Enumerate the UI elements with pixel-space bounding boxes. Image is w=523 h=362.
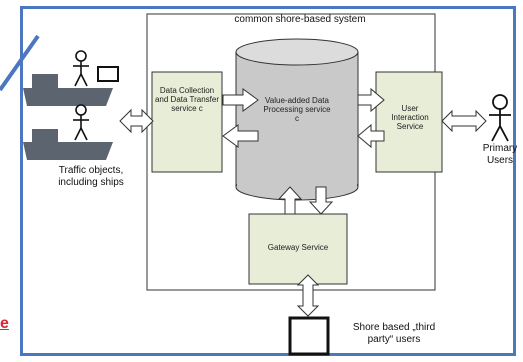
arrow-ui-to-cyl [357, 123, 385, 149]
data-collection-label: Data Collection and Data Transfer servic… [154, 86, 220, 114]
gateway-label: Gateway Service [267, 243, 329, 252]
ship-top [23, 66, 119, 106]
user-interaction-label: User Interaction Service [391, 104, 429, 132]
frame-connector-line [0, 34, 40, 92]
arrow-ships-dc [119, 108, 154, 134]
person-on-ship-bottom [73, 104, 89, 141]
processing-cylinder [235, 38, 359, 201]
person-on-ship-top [73, 50, 89, 87]
slide-frame [20, 6, 516, 356]
arrow-cyl-to-dc [222, 124, 259, 148]
user-interaction-box [375, 71, 443, 173]
traffic-objects-label: Traffic objects, including ships [58, 165, 124, 188]
edge-text-fragment: e [0, 315, 9, 332]
ship-bottom [23, 129, 113, 160]
system-title: common shore-based system [234, 14, 366, 25]
arrow-ui-users [441, 109, 487, 133]
value-added-label: Value-added Data Processing service c [263, 96, 331, 124]
primary-user-figure [489, 94, 511, 142]
arrow-gw-thirdparty [296, 274, 320, 317]
gateway-box [248, 213, 348, 285]
arrow-cyl-to-gw [308, 186, 334, 215]
data-collection-box [151, 71, 223, 173]
arrow-cyl-to-ui [357, 87, 385, 113]
third-party-label: Shore based „third party“ users [352, 322, 436, 345]
arrow-gw-to-cyl [277, 186, 303, 215]
primary-users-label: Primary Users [482, 143, 518, 166]
arrow-dc-to-cyl [222, 88, 259, 112]
third-party-box [288, 316, 330, 356]
